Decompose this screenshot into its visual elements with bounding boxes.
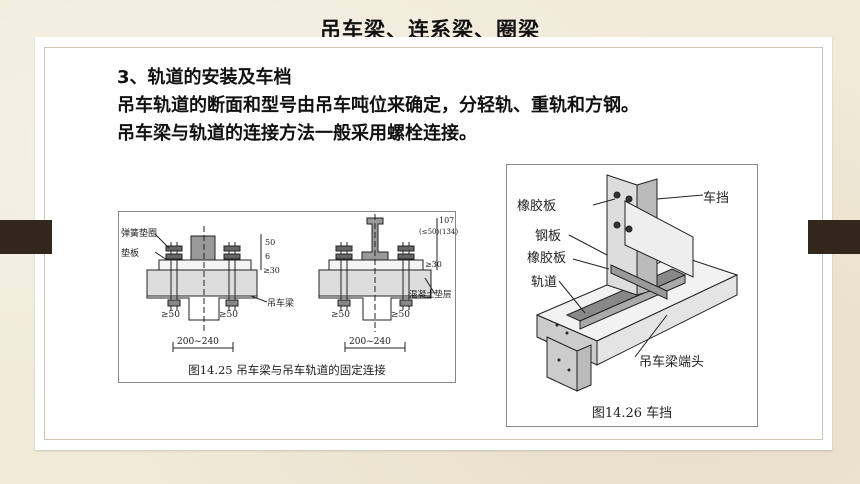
label-spring-washer: 弹簧垫圈 — [121, 229, 158, 239]
label-beam: 吊车梁 — [267, 299, 295, 309]
dim-vert-30-b: ≥30 — [425, 260, 442, 269]
figure1-caption: 图14.25 吊车梁与吊车轨道的固定连接 — [188, 363, 386, 377]
rail-connection-drawing — [146, 214, 438, 352]
right-side-tab — [808, 220, 860, 254]
label-rail: 轨道 — [531, 275, 558, 290]
dim-spacing-a: 200~240 — [177, 337, 219, 347]
body-line-1: 吊车轨道的断面和型号由吊车吨位来确定，分轻轨、重轨和方钢。 — [117, 95, 639, 116]
dim-vert-30-a: ≥30 — [263, 266, 280, 275]
label-stop: 车挡 — [703, 191, 730, 206]
dim-50-a: ≥50 — [161, 310, 180, 320]
label-beam-end: 吊车梁端头 — [639, 355, 705, 370]
dim-107: 107 — [439, 216, 455, 225]
label-pad: 垫板 — [121, 249, 140, 259]
figure2-caption: 图14.26 车挡 — [591, 406, 673, 421]
dim-50-d: ≥50 — [391, 310, 410, 320]
label-steel-plate: 钢板 — [535, 229, 562, 244]
section-heading: 3、轨道的安装及车档 — [117, 67, 292, 88]
figure-rail-connection: 弹簧垫圈 垫板 吊车梁 混凝土垫层 ≥50 ≥50 ≥50 ≥50 200~24… — [118, 211, 459, 383]
car-stop-drawing — [535, 174, 739, 392]
dim-50-c: ≥50 — [331, 310, 350, 320]
body-line-2: 吊车梁与轨道的连接方法一般采用螺栓连接。 — [117, 123, 477, 144]
dim-vert-6: 6 — [265, 252, 271, 261]
label-rubber-pad-top: 橡胶板 — [517, 199, 557, 214]
label-rubber-pad-bottom: 橡胶板 — [527, 251, 567, 266]
dim-50-b: ≥50 — [219, 310, 238, 320]
text-block: 3、轨道的安装及车档 吊车轨道的断面和型号由吊车吨位来确定，分轻轨、重轨和方钢。… — [117, 64, 777, 148]
figure-car-stop: 橡胶板 车挡 钢板 橡胶板 轨道 吊车梁端头 图14.26 车挡 — [506, 164, 758, 427]
dim-134: (≤50)(134) — [419, 228, 459, 236]
dim-spacing-b: 200~240 — [349, 337, 391, 347]
left-side-tab — [0, 220, 52, 254]
dim-vert-50: 50 — [265, 238, 276, 247]
label-concrete-layer: 混凝土垫层 — [409, 290, 452, 300]
